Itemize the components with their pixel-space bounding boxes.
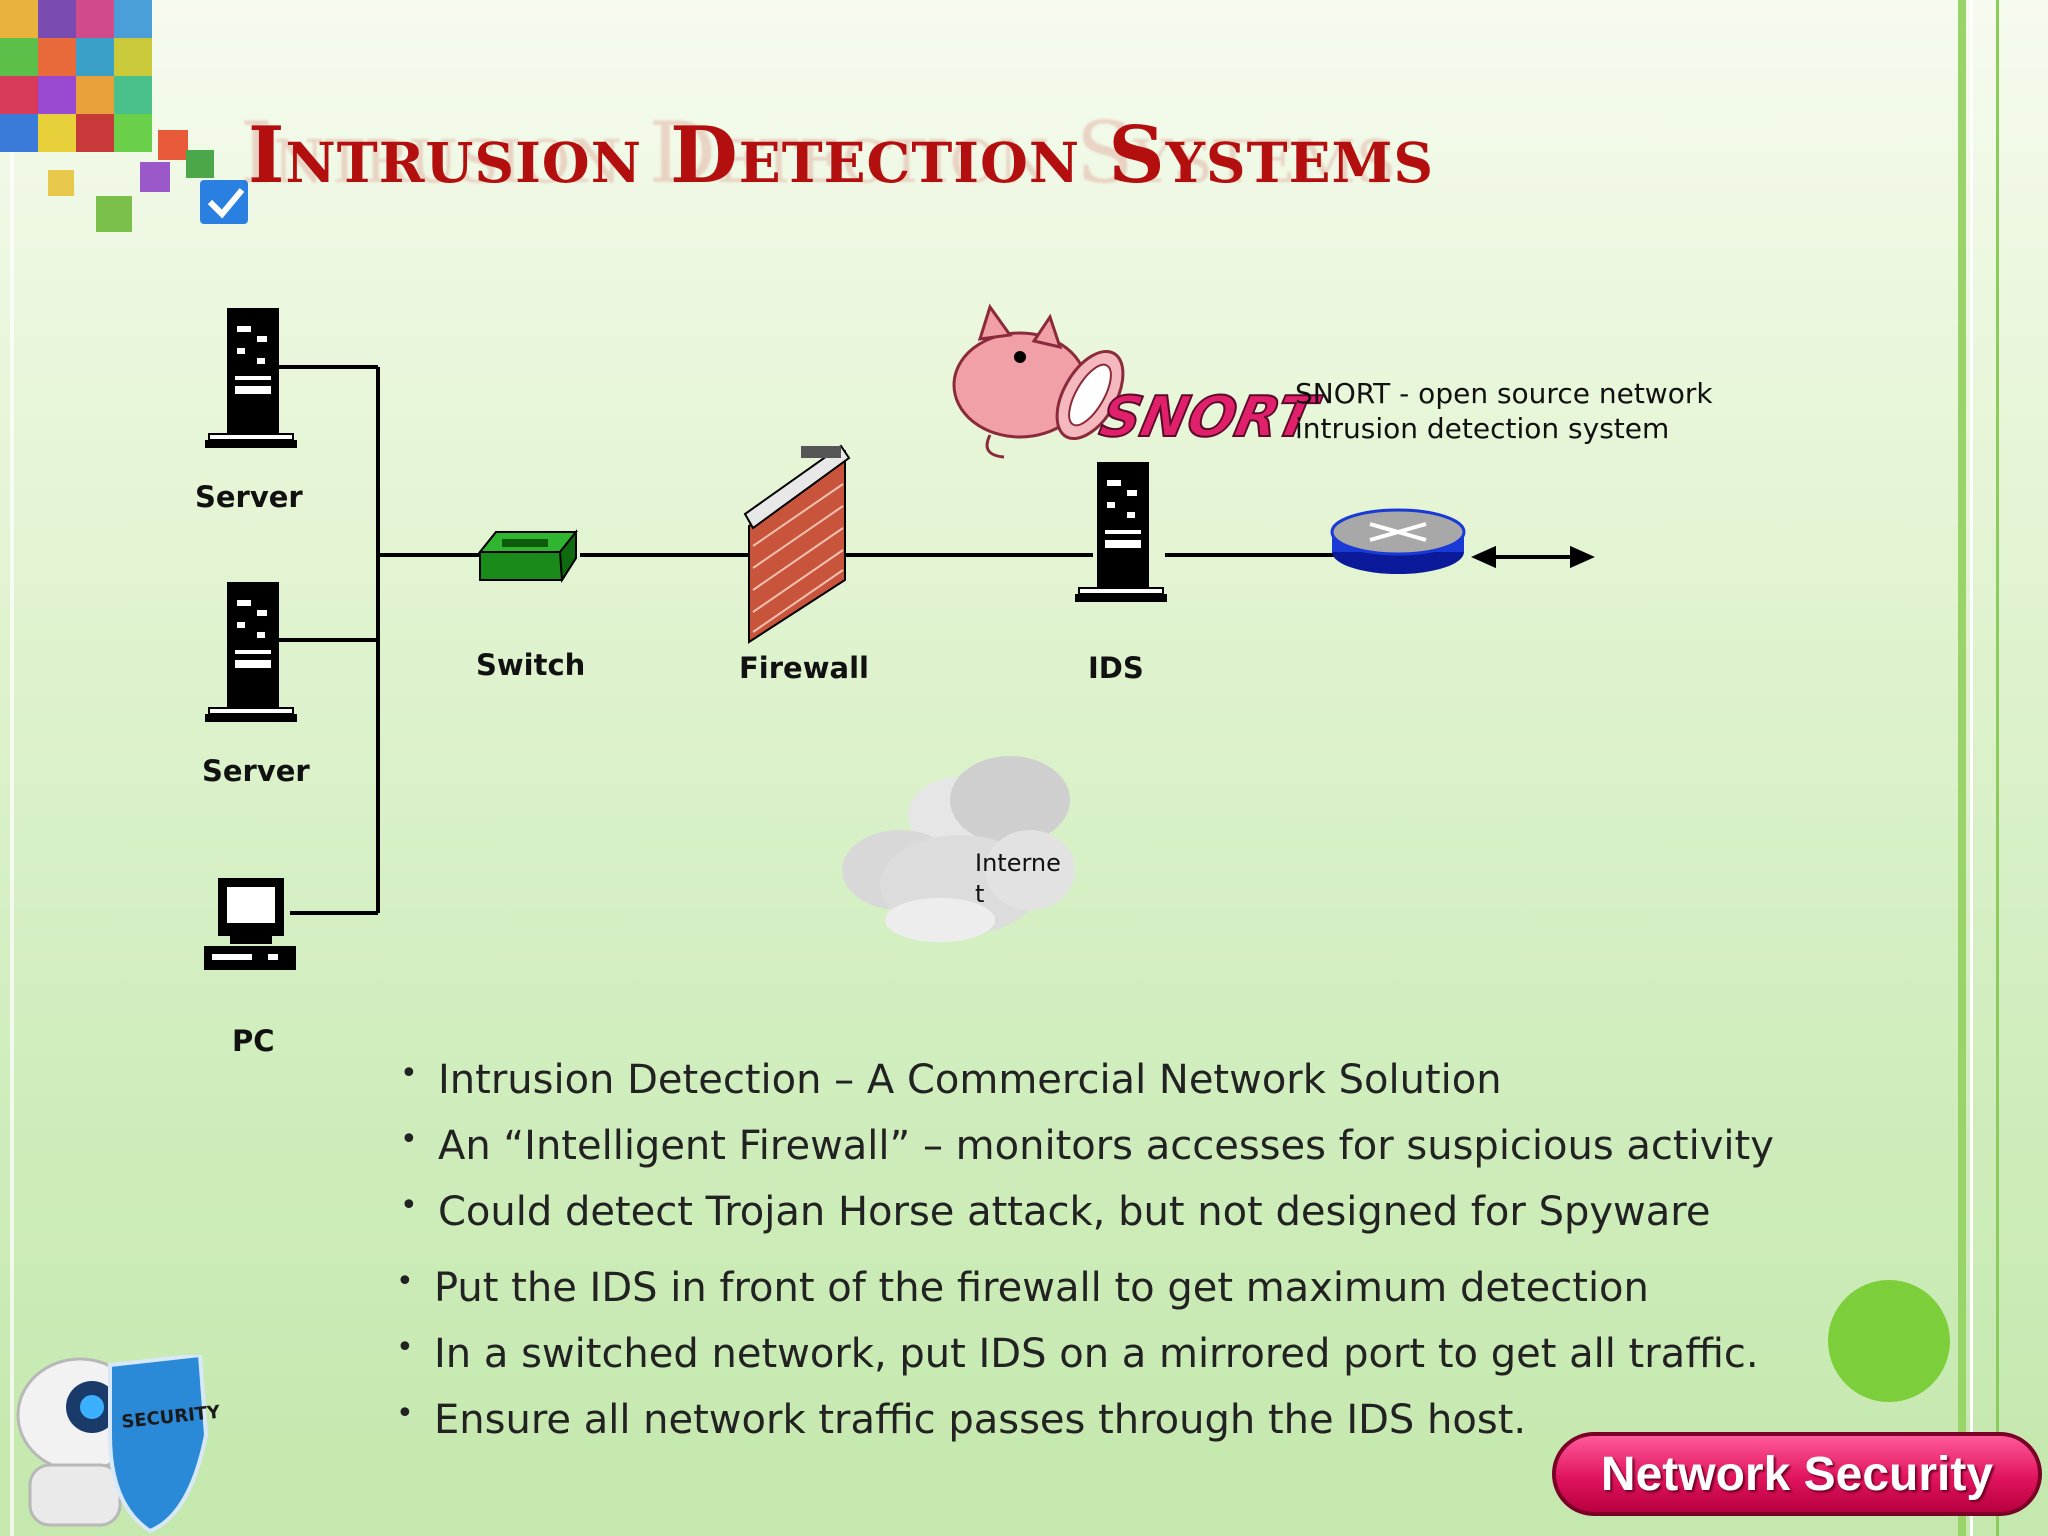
snort-logo-text: SNORT <box>1094 385 1326 450</box>
list-item: •Ensure all network traffic passes throu… <box>396 1396 1527 1443</box>
snort-description: SNORT - open source network intrusion de… <box>1295 377 1713 445</box>
title-shadow: Intrusion Detection Systems <box>240 104 1397 202</box>
label-firewall: Firewall <box>739 651 869 685</box>
double-arrow-icon <box>1471 545 1595 569</box>
green-circle-decoration <box>1828 1280 1950 1402</box>
ids-server-icon <box>1075 462 1167 602</box>
internet-cloud-icon <box>842 756 1075 942</box>
snort-pig-logo <box>952 303 1125 459</box>
connection-lines <box>275 365 1335 915</box>
bullet-list-top: •Intrusion Detection – A Commercial Netw… <box>400 1056 1800 1254</box>
list-item: •An “Intelligent Firewall” – monitors ac… <box>400 1122 1774 1169</box>
label-ids: IDS <box>1088 651 1144 685</box>
label-server-2: Server <box>202 754 310 788</box>
left-stripe <box>10 0 14 1536</box>
bullet-list-bottom: •Put the IDS in front of the firewall to… <box>396 1264 1836 1462</box>
list-item: •Put the IDS in front of the firewall to… <box>396 1264 1649 1311</box>
list-item: •In a switched network, put IDS on a mir… <box>396 1330 1759 1377</box>
label-server-1: Server <box>195 480 303 514</box>
cubes-decoration <box>0 0 248 232</box>
label-internet: Internet <box>975 849 1061 908</box>
label-switch: Switch <box>476 648 586 682</box>
right-stripe-3 <box>1996 0 1999 1536</box>
list-item: •Could detect Trojan Horse attack, but n… <box>400 1188 1711 1235</box>
right-stripe-2 <box>1970 0 1973 1536</box>
network-security-badge: Network Security <box>1552 1432 2042 1516</box>
pc-icon <box>204 878 296 970</box>
list-item: •Intrusion Detection – A Commercial Netw… <box>400 1056 1502 1103</box>
firewall-icon <box>743 444 851 644</box>
security-robot-logo: SECURITY <box>16 1355 220 1534</box>
server-icon <box>205 308 297 448</box>
right-stripe-1 <box>1958 0 1966 1536</box>
router-icon <box>1330 508 1466 574</box>
server-icon <box>205 582 297 722</box>
slide-title: Intrusion Detection Systems <box>248 110 1435 201</box>
label-pc: PC <box>232 1024 275 1058</box>
network-diagram: SNORT <box>204 303 1595 970</box>
switch-icon <box>477 529 579 584</box>
